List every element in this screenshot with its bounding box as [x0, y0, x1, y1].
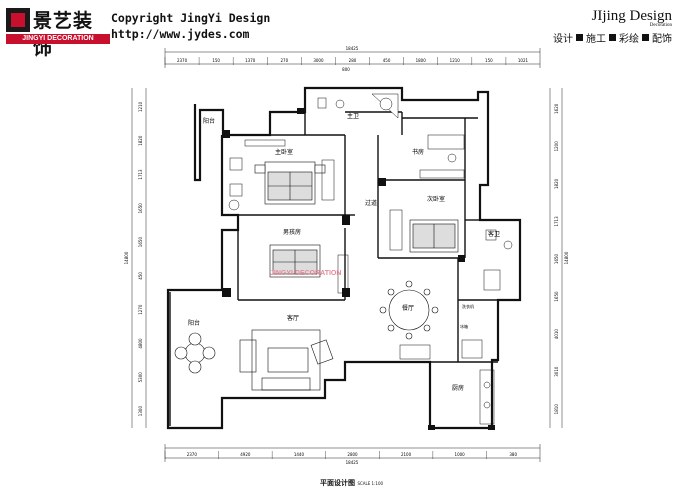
- top-segment-6: 450: [383, 58, 391, 63]
- left-segment-9: 1300: [138, 406, 143, 417]
- room-label-dining: 餐厅: [402, 304, 414, 312]
- bottom-total-dimension: 18425: [346, 460, 359, 465]
- copyright-text: Copyright JingYi Design: [111, 11, 271, 25]
- dining-table: [379, 280, 439, 340]
- right-total-dimension: 14800: [564, 251, 569, 264]
- room-label-corridor: 过道: [365, 199, 377, 207]
- right-segment-4: 1650: [554, 253, 559, 264]
- room-label-living: 客厅: [287, 314, 299, 322]
- bedroom-chairs: [228, 157, 243, 211]
- right-segment-8: 1810: [554, 404, 559, 415]
- bottom-segment-2: 1440: [294, 452, 305, 457]
- right-segment-1: 1200: [554, 141, 559, 152]
- square-bullet-icon: [576, 34, 583, 41]
- top-segment-0: 2370: [177, 58, 188, 63]
- bottom-segment-3: 2800: [347, 452, 358, 457]
- structural-columns: [222, 108, 495, 430]
- watermark: JINGYI DECORATION: [270, 270, 341, 277]
- top-segment-4: 3000: [313, 58, 324, 63]
- top-total-dimension: 18425: [346, 46, 359, 51]
- second-bed: [409, 219, 459, 253]
- top-segment-5: 280: [349, 58, 357, 63]
- top-segment-1: 150: [212, 58, 220, 63]
- left-segment-2: 1713: [138, 169, 143, 180]
- label-laundry: 洗衣机: [462, 303, 474, 309]
- drawing-caption: 平面设计图 SCALE 1:100: [320, 478, 383, 488]
- right-segment-5: 1650: [554, 291, 559, 302]
- right-segment-7: 3010: [554, 366, 559, 377]
- bottom-segment-0: 2370: [187, 452, 198, 457]
- bottom-segment-1: 4920: [240, 452, 251, 457]
- service-painting: 彩绘: [619, 34, 639, 45]
- left-segment-4: 1650: [138, 237, 143, 248]
- bottom-segment-5: 1000: [455, 452, 466, 457]
- logo-mark-icon: [6, 8, 30, 32]
- brand-name: JIjing Design: [591, 8, 672, 24]
- top-segment-8: 1210: [450, 58, 461, 63]
- brand-subtitle: Decoration: [649, 23, 672, 28]
- walls: [166, 86, 522, 430]
- top-segment-3: 270: [280, 58, 288, 63]
- right-segment-labels: 1620 1200 1820 1713 1650 1650 4010 3010 1810: [554, 103, 559, 414]
- room-label-study: 书房: [412, 148, 424, 156]
- top-segment-2: 1370: [245, 58, 256, 63]
- room-label-second-bedroom: 次卧室: [427, 195, 445, 203]
- room-label-balcony-top: 阳台: [203, 117, 215, 125]
- left-segment-6: 1270: [138, 304, 143, 315]
- service-design: 设计: [553, 34, 573, 45]
- left-segment-1: 1820: [138, 135, 143, 146]
- service-decor: 配饰: [652, 34, 672, 45]
- room-label-master-bedroom: 主卧室: [275, 148, 293, 156]
- right-segment-3: 1713: [554, 216, 559, 227]
- study-desk: [419, 134, 465, 179]
- bottom-segment-labels: 2370 4920 1440 2800 2100 1000 380: [164, 451, 517, 459]
- website-url: http://www.jydes.com: [111, 27, 250, 41]
- room-label-guest-bath: 客卫: [488, 230, 500, 238]
- service-construction: 施工: [586, 34, 606, 45]
- bath-fixtures: [317, 93, 513, 291]
- left-segment-5: 450: [138, 272, 143, 280]
- top-segment-10: 1021: [518, 58, 529, 63]
- logo-english-name: JINGYI DECORATION: [6, 34, 110, 44]
- right-segment-6: 4010: [554, 329, 559, 340]
- right-segment-0: 1620: [554, 103, 559, 114]
- top-segment-7: 1800: [416, 58, 427, 63]
- left-segment-7: 4800: [138, 338, 143, 349]
- left-segment-3: 1650: [138, 203, 143, 214]
- bottom-segment-6: 380: [509, 452, 517, 457]
- company-logo: 景艺装饰 JINGYI DECORATION: [6, 6, 110, 59]
- caption-title: 平面设计图: [320, 479, 355, 487]
- balcony-table: [174, 332, 216, 374]
- wardrobes: [244, 139, 403, 294]
- living-sofa: [239, 329, 334, 391]
- room-label-kitchen: 厨房: [452, 384, 464, 392]
- right-segment-2: 1820: [554, 178, 559, 189]
- left-segment-8: 5300: [138, 372, 143, 383]
- room-label-master-bath: 主卫: [347, 112, 359, 120]
- top-segment-9: 150: [485, 58, 493, 63]
- caption-scale: SCALE 1:100: [357, 481, 384, 486]
- left-total-dimension: 14800: [124, 251, 129, 264]
- master-bed: [254, 161, 326, 205]
- left-segment-labels: 1210 1820 1713 1650 1650 450 1270 4800 5300 1300: [138, 101, 143, 416]
- room-label-boys-room: 男孩房: [283, 228, 301, 236]
- square-bullet-icon: [642, 34, 649, 41]
- bottom-segment-4: 2100: [401, 452, 412, 457]
- square-bullet-icon: [609, 34, 616, 41]
- left-segment-0: 1210: [138, 101, 143, 112]
- room-label-balcony-bottom: 阳台: [188, 319, 200, 327]
- label-fridge: 冰箱: [460, 323, 468, 329]
- top-sub-dimension: 800: [342, 67, 350, 72]
- side-dimensions: [131, 88, 563, 428]
- top-segment-labels: 2370 150 1370 270 3000 280 450 1800 1210 150 1021: [164, 57, 529, 65]
- brand-services: 设计 施工 彩绘 配饰: [553, 30, 672, 45]
- kitchen-counter: [399, 339, 495, 425]
- brand-block: JIjing Design Decoration 设计 施工 彩绘 配饰: [553, 8, 672, 45]
- boys-bed: [269, 244, 321, 278]
